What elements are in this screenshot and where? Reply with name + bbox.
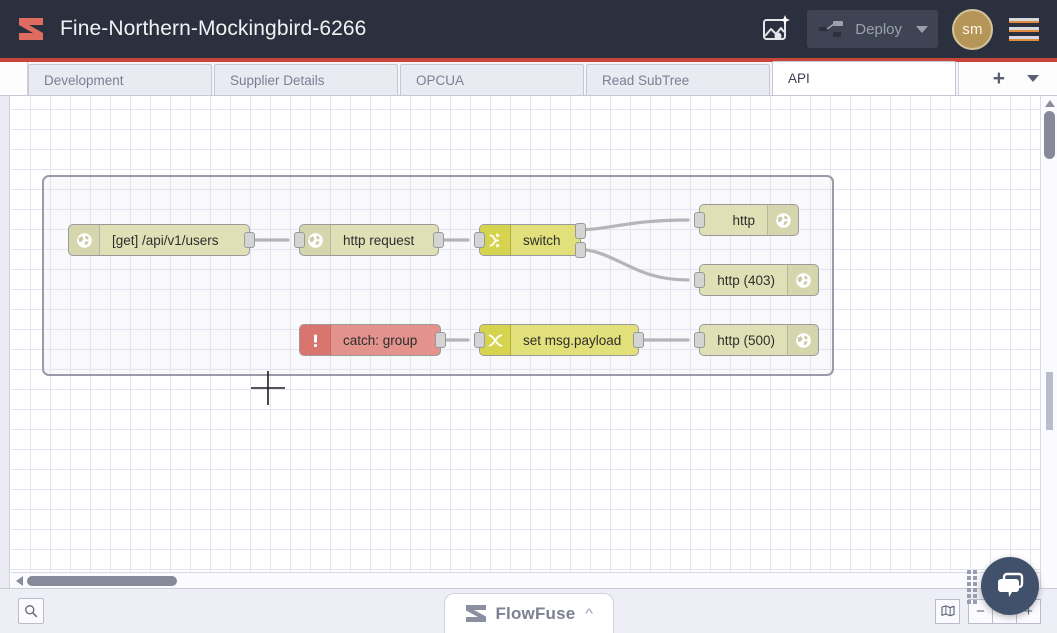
- app-header: Fine-Northern-Mockingbird-6266 Deploy: [0, 0, 1057, 58]
- globe-icon: [69, 225, 100, 255]
- tab-label: Development: [44, 72, 124, 88]
- tab-opcua[interactable]: OPCUA: [400, 64, 584, 95]
- node-label: catch: group: [343, 332, 418, 348]
- flow-canvas[interactable]: [get] /api/v1/users http request: [11, 96, 1040, 588]
- change-icon: [480, 325, 511, 355]
- chat-bubble-icon[interactable]: [981, 557, 1039, 615]
- flowfuse-logo-icon: [465, 604, 487, 623]
- chevron-down-icon[interactable]: [1027, 75, 1039, 82]
- deploy-button-label: Deploy: [855, 20, 902, 38]
- add-tab-button[interactable]: +: [992, 67, 1005, 90]
- drag-dot: [973, 570, 977, 574]
- drag-dot: [973, 582, 977, 586]
- node-output-port[interactable]: [633, 332, 644, 348]
- hamburger-bar: [1009, 26, 1039, 32]
- globe-icon: [300, 225, 331, 255]
- header-accent-line: [0, 58, 1057, 62]
- canvas-horizontal-scrollbar[interactable]: [11, 572, 1040, 588]
- globe-icon: [787, 265, 818, 295]
- node-change[interactable]: set msg.payload: [474, 324, 644, 356]
- wire-switch-to-http403: [572, 247, 690, 282]
- node-http-in[interactable]: [get] /api/v1/users: [68, 224, 255, 256]
- vertical-scroll-thumb[interactable]: [1044, 111, 1055, 159]
- node-input-port[interactable]: [474, 332, 485, 348]
- tab-development[interactable]: Development: [28, 64, 212, 95]
- page-title: Fine-Northern-Mockingbird-6266: [60, 17, 367, 40]
- navigator-map-button[interactable]: [935, 598, 960, 624]
- ai-sparkle-image-icon[interactable]: [757, 10, 795, 48]
- tab-label: OPCUA: [416, 72, 465, 88]
- node-http-response-500[interactable]: http (500): [694, 324, 819, 356]
- globe-icon: [767, 205, 798, 235]
- node-http-response-403[interactable]: http (403): [694, 264, 819, 296]
- search-icon[interactable]: [18, 598, 44, 624]
- node-catch[interactable]: catch: group: [299, 324, 446, 356]
- tab-label: Supplier Details: [230, 72, 325, 88]
- tab-read-subtree[interactable]: Read SubTree: [586, 64, 770, 95]
- node-input-port[interactable]: [474, 232, 485, 248]
- tab-api[interactable]: API: [772, 61, 956, 95]
- node-http-request[interactable]: http request: [294, 224, 444, 256]
- node-input-port[interactable]: [294, 232, 305, 248]
- drag-dot: [967, 600, 971, 604]
- drag-dot: [967, 582, 971, 586]
- flowfuse-logo-icon: [16, 15, 46, 43]
- drag-dots-icon[interactable]: [967, 570, 981, 604]
- vertical-scroll-marker: [1046, 372, 1053, 430]
- globe-icon: [787, 325, 818, 355]
- drag-dot: [967, 570, 971, 574]
- flowfuse-panel-tab[interactable]: FlowFuse ^: [444, 593, 614, 633]
- scroll-up-arrow-icon[interactable]: [1045, 100, 1055, 107]
- avatar[interactable]: sm: [952, 8, 993, 50]
- horizontal-scroll-thumb[interactable]: [27, 575, 177, 586]
- node-output-port[interactable]: [433, 232, 444, 248]
- tab-label: API: [788, 71, 810, 86]
- canvas-vertical-scrollbar[interactable]: [1040, 96, 1057, 588]
- node-label: http request: [343, 232, 415, 248]
- chevron-up-icon[interactable]: ^: [585, 606, 594, 621]
- node-switch[interactable]: switch: [474, 223, 586, 258]
- node-input-port[interactable]: [694, 212, 705, 228]
- node-label: set msg.payload: [523, 332, 622, 348]
- switch-icon: [480, 225, 511, 255]
- palette-collapsed-strip[interactable]: [0, 96, 10, 606]
- node-output-port-1[interactable]: [575, 242, 586, 258]
- tab-label: Read SubTree: [602, 72, 690, 88]
- node-label: [get] /api/v1/users: [112, 232, 219, 248]
- hamburger-bar: [1009, 35, 1039, 41]
- hamburger-bar: [1009, 17, 1039, 23]
- flowfuse-panel-label: FlowFuse: [495, 603, 576, 623]
- tabbar-gutter: [0, 62, 28, 95]
- drag-dot: [967, 576, 971, 580]
- avatar-initials: sm: [962, 20, 983, 38]
- node-label: http (500): [717, 332, 775, 348]
- deploy-nodes-icon: [819, 19, 845, 39]
- node-label: http: [732, 212, 755, 228]
- drag-dot: [973, 600, 977, 604]
- drag-dot: [967, 594, 971, 598]
- drag-dot: [973, 576, 977, 580]
- drag-dot: [973, 588, 977, 592]
- node-output-port[interactable]: [435, 332, 446, 348]
- hamburger-menu-icon[interactable]: [1009, 17, 1039, 41]
- exclamation-icon: [300, 325, 331, 355]
- flow-tabbar: Development Supplier Details OPCUA Read …: [0, 61, 1057, 96]
- node-output-port[interactable]: [244, 232, 255, 248]
- node-output-port-0[interactable]: [575, 223, 586, 239]
- drag-dot: [973, 594, 977, 598]
- node-input-port[interactable]: [694, 272, 705, 288]
- tab-supplier-details[interactable]: Supplier Details: [214, 64, 398, 95]
- deploy-button[interactable]: Deploy: [807, 10, 938, 48]
- scroll-left-arrow-icon[interactable]: [16, 575, 23, 586]
- chevron-down-icon[interactable]: [916, 25, 928, 33]
- node-label: http (403): [717, 272, 775, 288]
- node-http-response-200[interactable]: http: [694, 204, 799, 236]
- node-label: switch: [523, 232, 561, 248]
- drag-dot: [967, 588, 971, 592]
- tabbar-tools: +: [958, 62, 1057, 95]
- node-input-port[interactable]: [694, 332, 705, 348]
